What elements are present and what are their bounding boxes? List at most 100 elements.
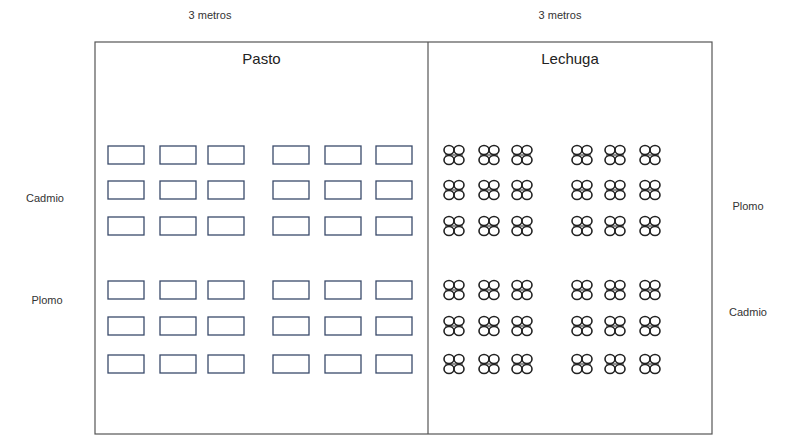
grass-plot [208,355,244,373]
grass-plot [273,217,309,235]
lettuce-plant [640,317,660,336]
leaf [605,281,615,290]
leaf [512,156,522,165]
leaf [650,227,660,236]
leaf [522,217,532,226]
metal-label: Cadmio [729,306,767,318]
leaf [640,281,650,290]
leaf [444,291,454,300]
leaf [444,146,454,155]
leaf-vein [480,364,498,365]
leaf-vein [513,326,531,327]
lettuce-plant [572,181,592,200]
leaf [640,191,650,200]
lettuce-plant [479,281,499,300]
leaf [650,191,660,200]
leaf [512,181,522,190]
leaf [615,355,625,364]
leaf [605,146,615,155]
leaf [454,191,464,200]
grass-plot [325,355,361,373]
leaf [582,227,592,236]
leaf [650,217,660,226]
grass-plot [325,317,361,335]
leaf [479,146,489,155]
lettuce-plant [640,146,660,165]
lettuce-plant [605,146,625,165]
leaf [582,317,592,326]
leaf [512,327,522,336]
leaf-vein [606,155,624,156]
leaf [454,217,464,226]
leaf [615,281,625,290]
leaf [582,355,592,364]
grass-plot [208,317,244,335]
leaf [454,227,464,236]
grass-plot [376,281,412,299]
lettuce-plant [444,146,464,165]
leaf [512,281,522,290]
leaf [582,191,592,200]
leaf-vein [573,290,591,291]
leaf [572,327,582,336]
grass-plot [108,355,144,373]
leaf [605,291,615,300]
leaf [605,227,615,236]
lettuce-plant [512,217,532,236]
leaf-vein [573,364,591,365]
grass-plot [208,281,244,299]
leaf [605,191,615,200]
leaf [640,217,650,226]
leaf [640,227,650,236]
leaf [479,217,489,226]
leaf-vein [641,190,659,191]
leaf-vein [606,190,624,191]
leaf [479,317,489,326]
leaf [572,281,582,290]
lettuce-plant [512,146,532,165]
leaf [640,355,650,364]
lettuce-plant [444,181,464,200]
lettuce-plant [640,217,660,236]
leaf-vein [445,226,463,227]
leaf [605,365,615,374]
grass-plot [160,355,196,373]
leaf [615,365,625,374]
lettuce-plant [605,281,625,300]
leaf [489,146,499,155]
leaf [454,181,464,190]
grass-plot [108,281,144,299]
leaf [582,146,592,155]
leaf [615,146,625,155]
grass-plot [273,281,309,299]
leaf [572,217,582,226]
leaf [582,217,592,226]
leaf-vein [641,364,659,365]
grass-plot [108,317,144,335]
leaf [512,227,522,236]
leaf-vein [445,364,463,365]
lettuce-plant [605,181,625,200]
metal-label: Plomo [732,200,763,212]
grass-plot [273,181,309,199]
lettuce-plant [640,181,660,200]
leaf [489,365,499,374]
leaf [572,365,582,374]
leaf [615,227,625,236]
dimension-label: 3 metros [539,9,582,21]
leaf [489,317,499,326]
leaf [512,365,522,374]
leaf [479,291,489,300]
leaf [479,281,489,290]
region-title: Lechuga [428,50,712,67]
lettuce-plant [572,146,592,165]
lettuce-plant [444,281,464,300]
leaf [605,181,615,190]
leaf [582,156,592,165]
leaf [489,191,499,200]
leaf-vein [513,155,531,156]
grass-plot [208,181,244,199]
leaf [522,227,532,236]
leaf [640,156,650,165]
leaf [640,317,650,326]
